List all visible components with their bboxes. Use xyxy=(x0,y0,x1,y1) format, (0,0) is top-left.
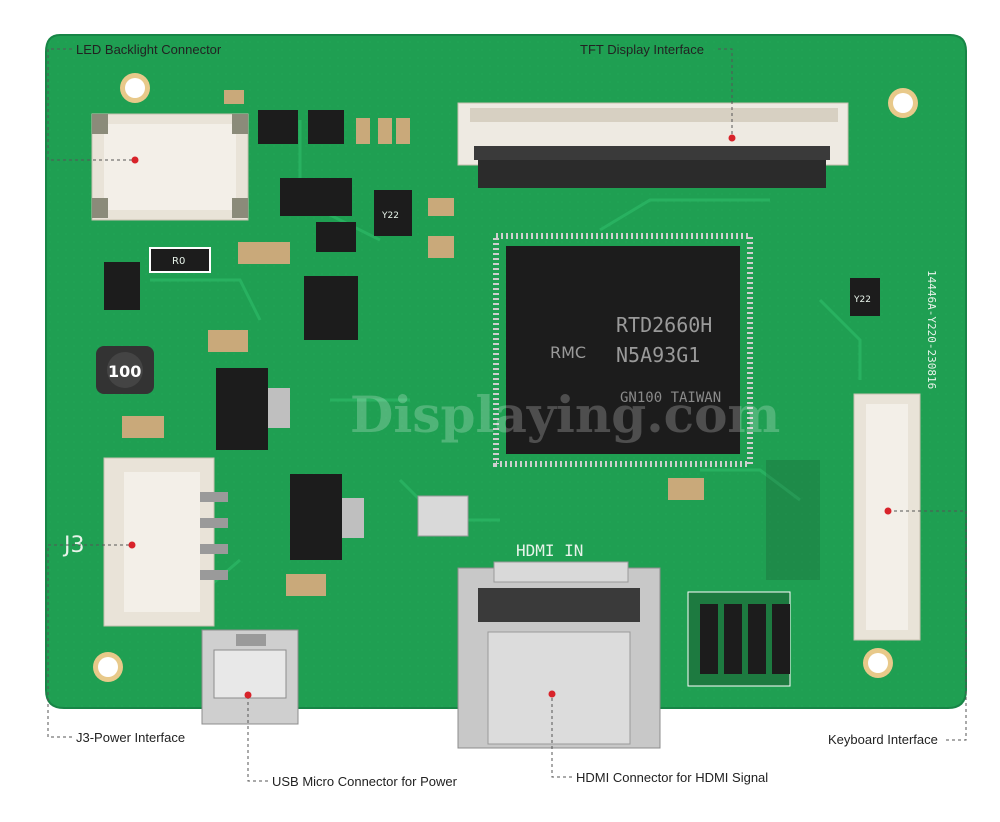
y22-left-label: Y22 xyxy=(381,211,399,221)
chip-line-1: RTD2660H xyxy=(616,313,712,337)
chip-line-2: N5A93G1 xyxy=(616,343,700,367)
keyboard-connector xyxy=(853,393,921,641)
callout-markers xyxy=(128,134,892,699)
watermark: Displaying.com xyxy=(350,385,780,444)
j3-power-connector xyxy=(103,457,228,627)
y22-right-label: Y22 xyxy=(853,295,871,305)
hdmi-connector xyxy=(457,561,661,749)
mounting-holes xyxy=(93,73,918,682)
usb-micro-connector xyxy=(201,629,299,725)
pin-header xyxy=(687,591,791,687)
chip-logo: RMC xyxy=(550,343,586,362)
callout-hdmi-connector: HDMI Connector for HDMI Signal xyxy=(576,770,769,785)
smd-components xyxy=(104,90,880,596)
r0-silk-label: R0 xyxy=(172,256,185,267)
power-inductor xyxy=(96,346,154,394)
callout-keyboard: Keyboard Interface xyxy=(828,732,938,747)
callout-usb-micro: USB Micro Connector for Power xyxy=(272,774,457,789)
led-backlight-connector xyxy=(91,113,249,221)
callout-j3-power: J3-Power Interface xyxy=(76,730,186,745)
hdmi-in-silk-label: HDMI IN xyxy=(516,541,583,560)
main-controller-chip xyxy=(493,233,753,467)
chip-line-3: GN100 TAIWAN xyxy=(620,390,721,406)
inductor-label: 100 xyxy=(108,362,141,381)
callout-led-backlight: LED Backlight Connector xyxy=(76,42,222,57)
callout-tft-display: TFT Display Interface xyxy=(580,42,705,57)
part-number-label: 14446A-Y220-230816 xyxy=(925,270,938,389)
callout-leaders xyxy=(47,48,967,782)
tft-fpc-connector xyxy=(457,102,849,188)
